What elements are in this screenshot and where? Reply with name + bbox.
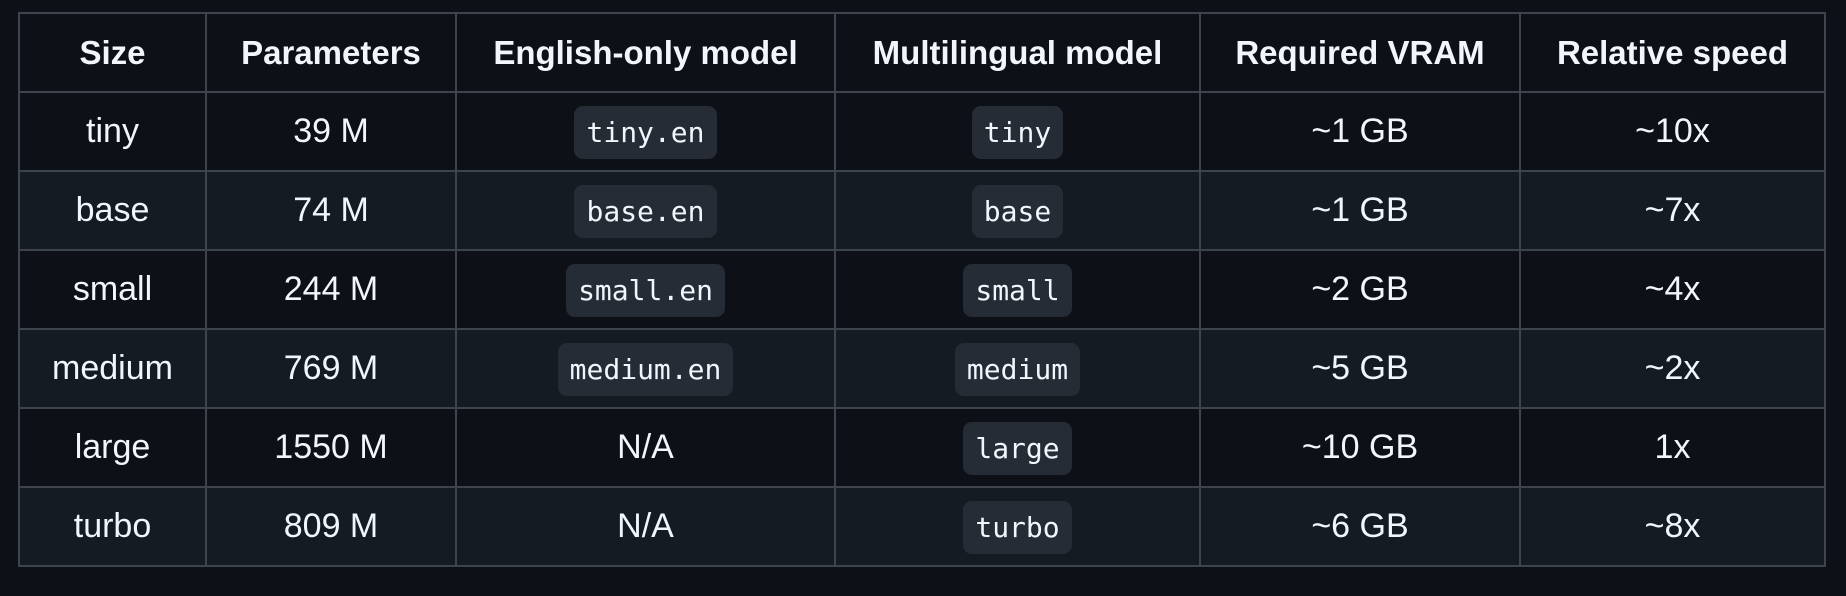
cell-speed: ~2x bbox=[1519, 328, 1826, 409]
cell-vram: ~5 GB bbox=[1199, 328, 1521, 409]
multilingual-model-code: tiny bbox=[971, 106, 1064, 159]
cell-multilingual: base bbox=[834, 170, 1201, 251]
cell-size: tiny bbox=[18, 91, 207, 172]
cell-multilingual: large bbox=[834, 407, 1201, 488]
header-english-only-model: English-only model bbox=[455, 12, 836, 93]
header-multilingual-model: Multilingual model bbox=[834, 12, 1201, 93]
cell-speed: ~8x bbox=[1519, 486, 1826, 567]
table-row: base 74 M base.en base ~1 GB ~7x bbox=[18, 170, 1826, 251]
table-row: turbo 809 M N/A turbo ~6 GB ~8x bbox=[18, 486, 1826, 567]
multilingual-model-code: small bbox=[963, 264, 1072, 317]
cell-parameters: 1550 M bbox=[205, 407, 457, 488]
multilingual-model-code: medium bbox=[954, 343, 1081, 396]
english-model-code: base.en bbox=[574, 185, 717, 238]
table-row: medium 769 M medium.en medium ~5 GB ~2x bbox=[18, 328, 1826, 409]
header-required-vram: Required VRAM bbox=[1199, 12, 1521, 93]
cell-multilingual: tiny bbox=[834, 91, 1201, 172]
multilingual-model-code: base bbox=[971, 185, 1064, 238]
cell-multilingual: small bbox=[834, 249, 1201, 330]
cell-english-only: base.en bbox=[455, 170, 836, 251]
header-relative-speed: Relative speed bbox=[1519, 12, 1826, 93]
table-row: tiny 39 M tiny.en tiny ~1 GB ~10x bbox=[18, 91, 1826, 172]
model-size-table: Size Parameters English-only model Multi… bbox=[18, 12, 1826, 567]
cell-size: small bbox=[18, 249, 207, 330]
english-model-na: N/A bbox=[617, 428, 674, 466]
cell-english-only: small.en bbox=[455, 249, 836, 330]
header-parameters: Parameters bbox=[205, 12, 457, 93]
cell-parameters: 769 M bbox=[205, 328, 457, 409]
cell-vram: ~10 GB bbox=[1199, 407, 1521, 488]
cell-size: base bbox=[18, 170, 207, 251]
cell-speed: ~10x bbox=[1519, 91, 1826, 172]
cell-parameters: 39 M bbox=[205, 91, 457, 172]
multilingual-model-code: large bbox=[963, 422, 1072, 475]
table-header-row: Size Parameters English-only model Multi… bbox=[18, 12, 1826, 93]
cell-parameters: 809 M bbox=[205, 486, 457, 567]
cell-multilingual: medium bbox=[834, 328, 1201, 409]
cell-english-only: tiny.en bbox=[455, 91, 836, 172]
cell-parameters: 74 M bbox=[205, 170, 457, 251]
cell-vram: ~1 GB bbox=[1199, 170, 1521, 251]
cell-english-only: N/A bbox=[455, 407, 836, 488]
table-row: large 1550 M N/A large ~10 GB 1x bbox=[18, 407, 1826, 488]
model-table-container: Size Parameters English-only model Multi… bbox=[18, 12, 1826, 567]
header-size: Size bbox=[18, 12, 207, 93]
english-model-code: medium.en bbox=[557, 343, 734, 396]
cell-size: medium bbox=[18, 328, 207, 409]
cell-english-only: medium.en bbox=[455, 328, 836, 409]
cell-multilingual: turbo bbox=[834, 486, 1201, 567]
cell-size: large bbox=[18, 407, 207, 488]
english-model-na: N/A bbox=[617, 507, 674, 545]
cell-size: turbo bbox=[18, 486, 207, 567]
cell-vram: ~1 GB bbox=[1199, 91, 1521, 172]
english-model-code: small.en bbox=[566, 264, 725, 317]
cell-vram: ~2 GB bbox=[1199, 249, 1521, 330]
cell-vram: ~6 GB bbox=[1199, 486, 1521, 567]
cell-english-only: N/A bbox=[455, 486, 836, 567]
cell-speed: 1x bbox=[1519, 407, 1826, 488]
multilingual-model-code: turbo bbox=[963, 501, 1072, 554]
table-row: small 244 M small.en small ~2 GB ~4x bbox=[18, 249, 1826, 330]
cell-speed: ~4x bbox=[1519, 249, 1826, 330]
cell-speed: ~7x bbox=[1519, 170, 1826, 251]
english-model-code: tiny.en bbox=[574, 106, 717, 159]
cell-parameters: 244 M bbox=[205, 249, 457, 330]
